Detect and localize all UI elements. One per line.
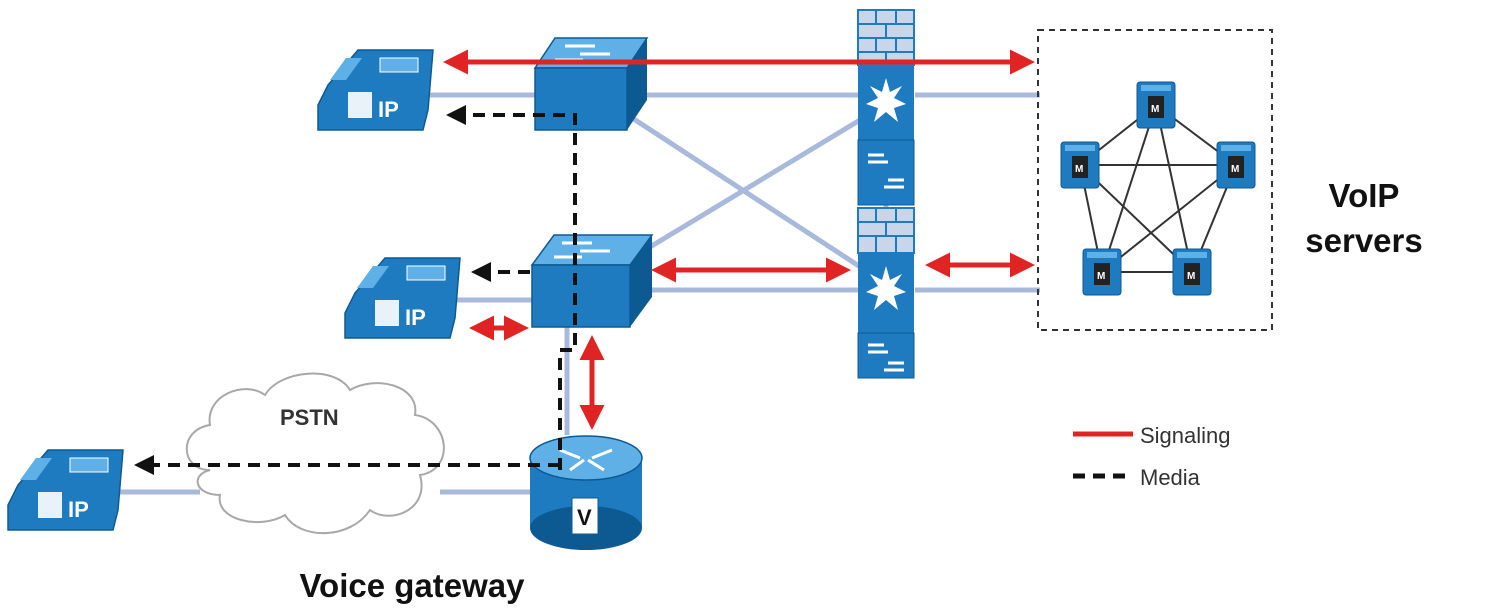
ip-phone-label: IP <box>405 305 426 330</box>
switch-icon-bottom <box>530 234 654 328</box>
server-icon-right: M <box>1216 141 1256 189</box>
ip-phone-icon-middle: IP <box>344 257 461 339</box>
ip-phone-icon-top: IP <box>317 49 434 131</box>
server-icon-bottom-left: M <box>1082 248 1122 296</box>
link-switch2-firewall1-cross <box>643 117 862 253</box>
server-label: M <box>1097 271 1105 282</box>
server-label: M <box>1231 164 1239 175</box>
voip-server-cluster: M M M M M <box>1037 29 1273 331</box>
server-icon-top: M <box>1136 81 1176 129</box>
server-mesh-links <box>1079 104 1237 273</box>
legend: Signaling Media <box>1073 423 1231 490</box>
ip-phone-label: IP <box>68 497 89 522</box>
server-label: M <box>1187 271 1195 282</box>
server-icon-left: M <box>1060 141 1100 189</box>
server-cluster-boundary <box>1037 29 1273 331</box>
voip-servers-label-line1: VoIP <box>1329 177 1400 214</box>
server-label: M <box>1075 164 1083 175</box>
switch-icon-top <box>533 37 649 131</box>
server-icon-bottom-right: M <box>1172 248 1212 296</box>
media-flows <box>134 105 577 475</box>
server-label: M <box>1151 104 1159 115</box>
pstn-cloud: PSTN <box>185 372 445 535</box>
media-path-router-phone1 <box>446 105 577 470</box>
ip-phone-label: IP <box>378 97 399 122</box>
legend-media-label: Media <box>1140 465 1201 490</box>
firewall-icon-bottom <box>857 207 915 379</box>
pstn-label: PSTN <box>280 405 339 430</box>
voice-gateway-label: Voice gateway <box>300 567 526 604</box>
ip-phone-icon-bottom: IP <box>7 449 124 531</box>
router-label: V <box>577 505 592 530</box>
voice-gateway-router-icon: V <box>529 435 643 550</box>
firewall-icon-top <box>857 9 915 206</box>
voip-servers-label-line2: servers <box>1305 222 1422 259</box>
signaling-flows <box>443 49 1035 430</box>
legend-signaling-label: Signaling <box>1140 423 1231 448</box>
